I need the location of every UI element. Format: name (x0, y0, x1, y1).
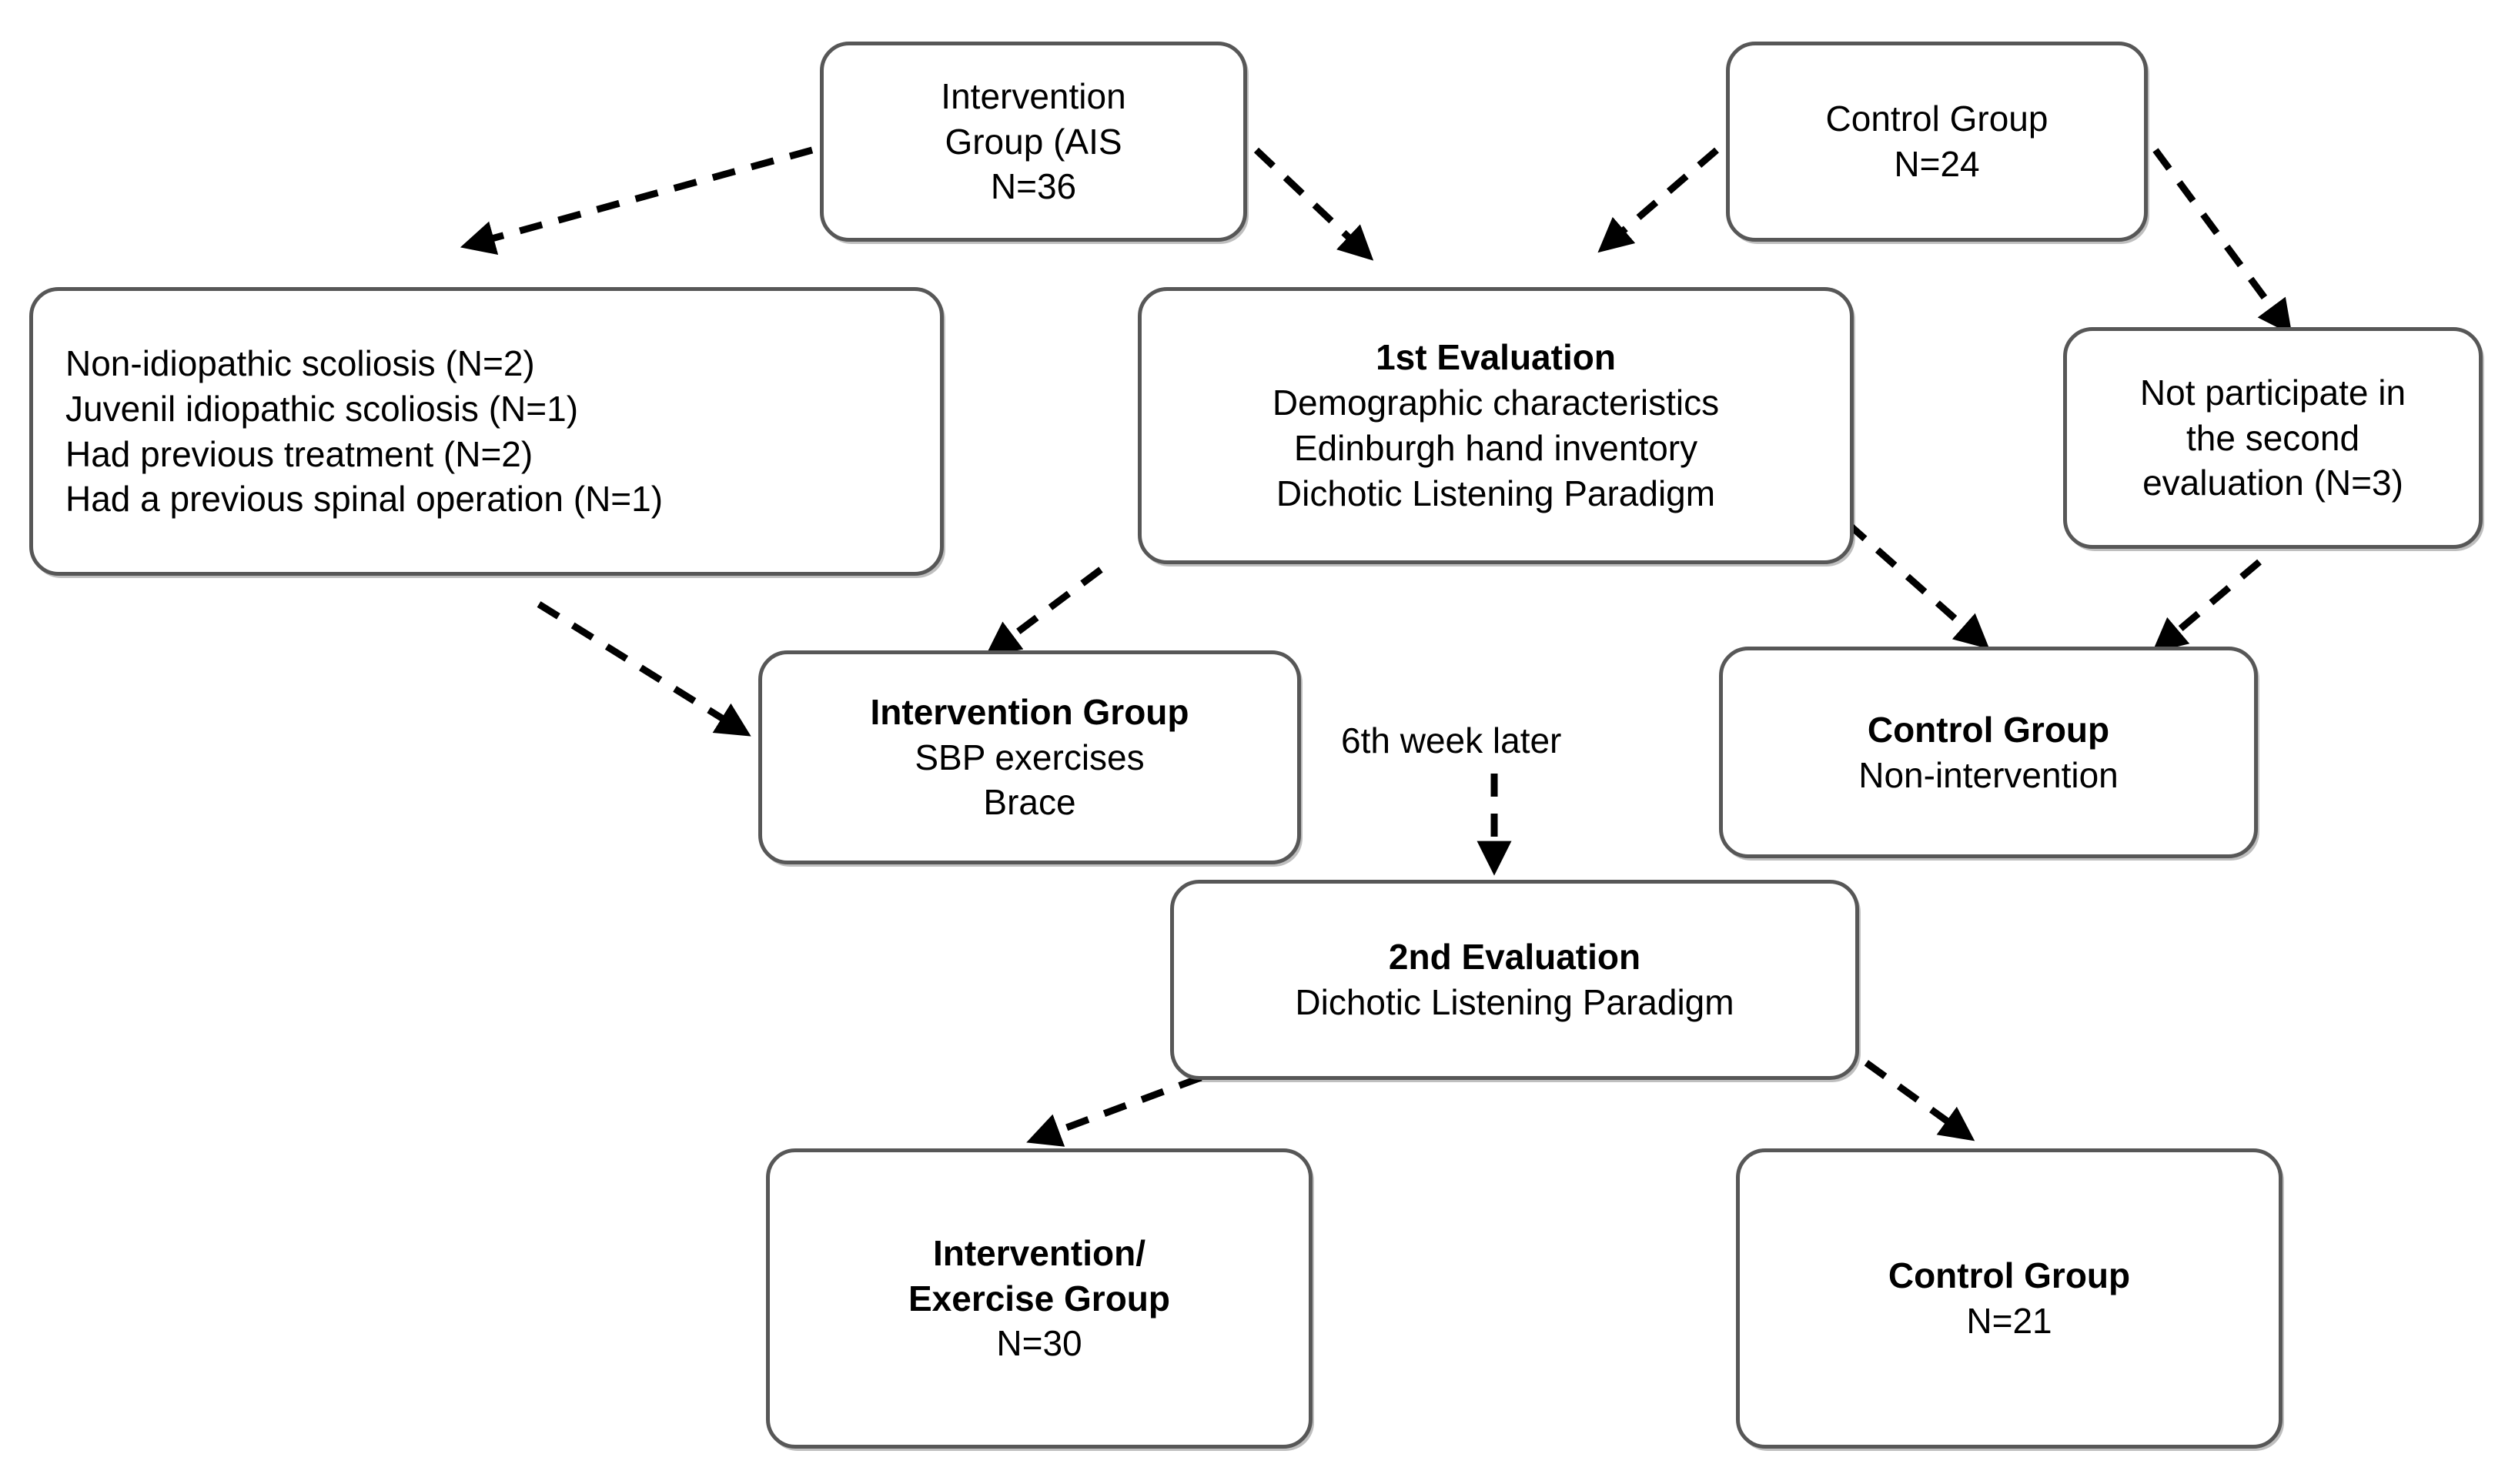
node-exclusions[interactable]: Non-idiopathic scoliosis (N=2) Juvenil i… (29, 287, 944, 576)
node-line: N=24 (1894, 144, 1980, 184)
node-not-participate[interactable]: Not participate in the second evaluation… (2063, 327, 2483, 549)
node-intervention-group-treatment[interactable]: Intervention Group SBP exercises Brace (758, 650, 1301, 864)
node-line: Exercise Group (908, 1278, 1171, 1319)
node-line: Group (AIS (945, 121, 1122, 162)
node-control-group-final[interactable]: Control Group N=21 (1736, 1148, 2283, 1449)
node-line: N=30 (996, 1323, 1082, 1364)
node-line: Control Group (1825, 99, 2048, 139)
edge-second-evaluation-to-intervention-final (1026, 1074, 1202, 1147)
edge-first-evaluation-to-control-nonintervention (1845, 520, 1990, 650)
node-line: N=36 (990, 166, 1077, 207)
node-line: Intervention (941, 75, 1126, 116)
node-control-group-nonintervention[interactable]: Control Group Non-intervention (1719, 647, 2258, 858)
edge-intervention-to-exclusions (460, 146, 814, 256)
node-line: Demographic characteristics (1272, 383, 1720, 423)
edge-exclusions-to-intervention-treatment (537, 601, 751, 737)
edge-control-to-first-evaluation (1597, 147, 1719, 253)
node-line: Had previous treatment (N=2) (65, 433, 533, 474)
node-line: Dichotic Listening Paradigm (1295, 982, 1734, 1022)
label-sixth-week-later: 6th week later (1341, 720, 1562, 760)
node-line: SBP exercises (915, 737, 1145, 777)
node-line: 1st Evaluation (1376, 337, 1616, 378)
node-line: Had a previous spinal operation (N=1) (65, 479, 664, 520)
node-line: Control Group (1867, 709, 2110, 750)
edge-first-evaluation-to-intervention-treatment (985, 567, 1103, 657)
node-line: Brace (983, 782, 1076, 823)
node-first-evaluation[interactable]: 1st Evaluation Demographic characteristi… (1138, 287, 1854, 564)
node-intervention-group-ais[interactable]: Intervention Group (AIS N=36 (820, 42, 1247, 242)
node-line: Non-idiopathic scoliosis (N=2) (65, 343, 535, 383)
edge-control-to-not-participate (2152, 148, 2293, 336)
node-line: the second (2186, 417, 2360, 458)
node-intervention-exercise-group-final[interactable]: Intervention/ Exercise Group N=30 (766, 1148, 1313, 1449)
node-line: 2nd Evaluation (1388, 937, 1641, 978)
node-line: Non-intervention (1858, 754, 2119, 795)
node-line: N=21 (1966, 1301, 2052, 1341)
node-line: Not participate in (2139, 372, 2406, 413)
node-line: evaluation (N=3) (2142, 463, 2403, 503)
node-second-evaluation[interactable]: 2nd Evaluation Dichotic Listening Paradi… (1170, 880, 1859, 1080)
node-line: Dichotic Listening Paradigm (1276, 473, 1716, 513)
edge-intervention-to-first-evaluation (1253, 147, 1374, 261)
edge-not-participate-to-control-nonintervention (2152, 559, 2262, 653)
node-line: Intervention/ (932, 1232, 1146, 1273)
node-line: Edinburgh hand inventory (1293, 428, 1698, 468)
node-line: Control Group (1888, 1255, 2131, 1296)
node-line: Intervention Group (870, 691, 1189, 732)
node-control-group-24[interactable]: Control Group N=24 (1726, 42, 2148, 242)
node-line: Juvenil idiopathic scoliosis (N=1) (65, 388, 579, 429)
